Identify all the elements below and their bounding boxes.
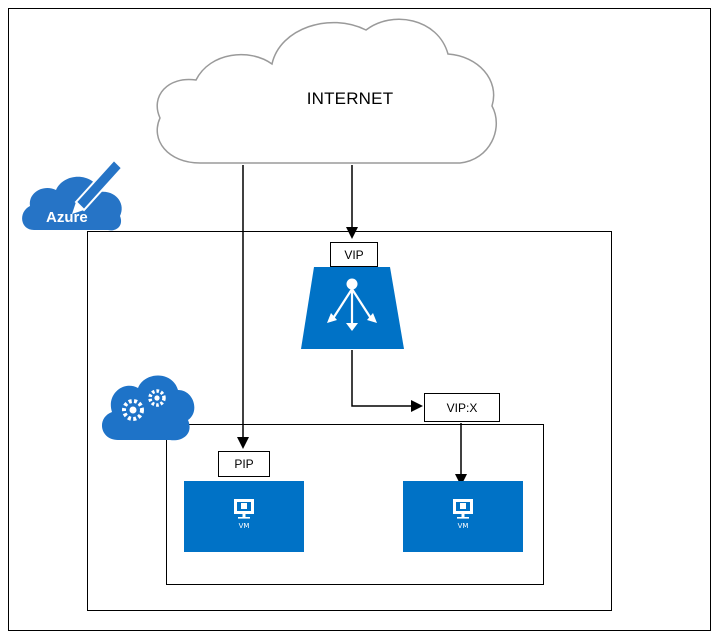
vip-label-box: VIP (330, 242, 378, 267)
monitor-icon (453, 499, 473, 519)
vm2-label: VM (457, 522, 469, 530)
vip-label: VIP (344, 248, 364, 262)
load-balancer-icon (301, 267, 404, 349)
vipx-label-box: VIP:X (424, 393, 500, 422)
pencil-icon (72, 158, 124, 214)
pip-label: PIP (234, 457, 254, 471)
arrow-lb-to-vipx (351, 350, 423, 412)
azure-cloud-icon (22, 158, 124, 231)
gear-small-icon (148, 389, 166, 407)
vm-tile-1: VM (184, 481, 304, 552)
vm-tile-2: VM (403, 481, 523, 552)
gear-icon (122, 399, 144, 421)
cloud-service-icon (101, 375, 195, 441)
internet-cloud (156, 18, 497, 164)
outer-frame (8, 8, 711, 631)
vm1-label: VM (238, 522, 250, 530)
monitor-icon (234, 499, 254, 519)
vipx-label: VIP:X (446, 401, 478, 415)
azure-badge-label: Azure (46, 209, 88, 226)
internet-label: INTERNET (306, 89, 394, 108)
pip-label-box: PIP (218, 451, 270, 477)
